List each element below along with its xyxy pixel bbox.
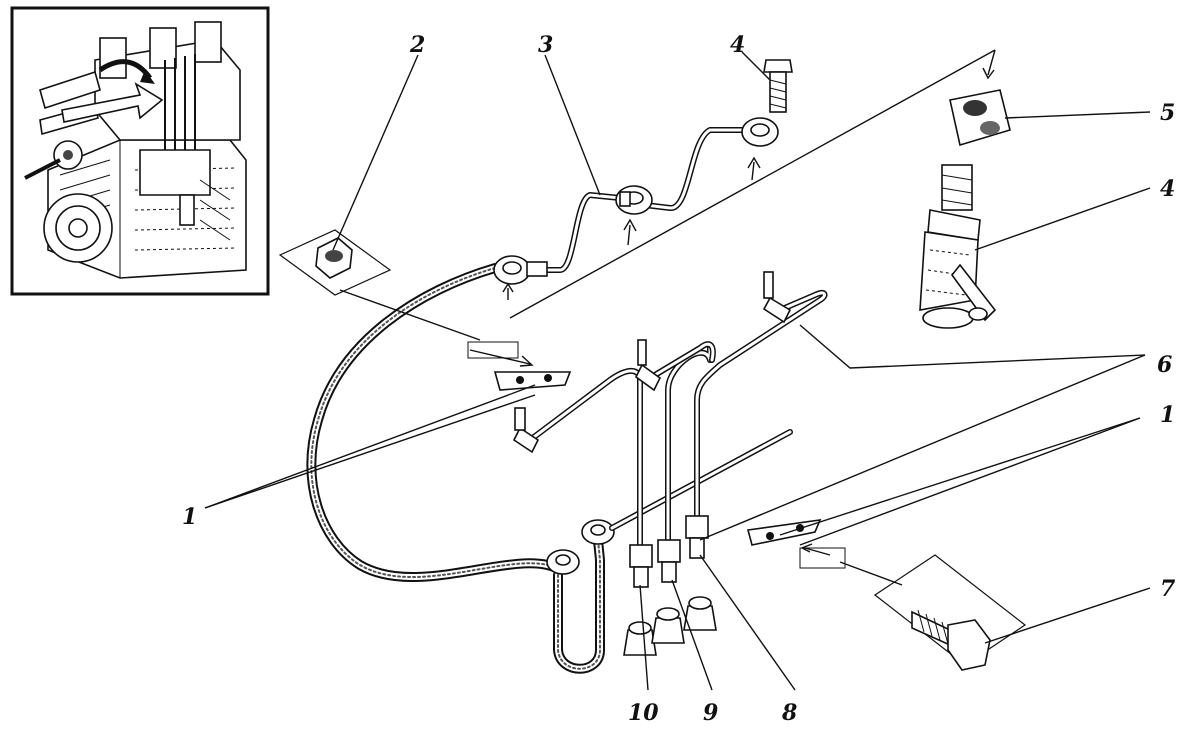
callout-3: 3 [538, 32, 553, 58]
callout-9: 9 [703, 700, 718, 726]
nut-2 [278, 229, 481, 341]
banjo-washer-5 [949, 89, 1011, 147]
delivery-valves [623, 596, 717, 656]
callout-6: 6 [1157, 352, 1172, 378]
callout-1-right: 1 [1160, 402, 1175, 428]
pipe-end-fittings [512, 271, 792, 454]
callout-7: 7 [1160, 576, 1176, 602]
callout-2: 2 [409, 32, 425, 58]
pipe-clamp-lower [746, 519, 846, 569]
callout-labels: 2 3 4 5 4 6 1 1 7 8 9 10 [182, 32, 1176, 726]
callout-8: 8 [781, 700, 797, 726]
u-loop-hose [553, 535, 605, 674]
callout-4-right: 4 [1160, 176, 1175, 202]
banjo-fitting [615, 185, 653, 215]
return-line-assembly [493, 117, 779, 300]
banjo-fitting [493, 255, 548, 285]
engine-inset [10, 6, 270, 296]
callout-10: 10 [628, 700, 659, 726]
injector-4 [919, 164, 997, 329]
clamp-bolt-7 [839, 554, 1027, 671]
injector-pipes [527, 289, 828, 553]
flexible-return-hose [306, 263, 565, 583]
banjo-bolt-4 [763, 59, 793, 113]
union-nuts [629, 515, 709, 588]
callout-1-left: 1 [182, 504, 197, 530]
leader-lines [204, 49, 1151, 691]
engine-illustration [24, 21, 247, 279]
inset-arrow-icon [61, 82, 164, 123]
callout-5: 5 [1160, 100, 1175, 126]
banjo-fitting [741, 117, 779, 147]
callout-4-top: 4 [730, 32, 745, 58]
pipe-clamp-upper [467, 341, 572, 391]
